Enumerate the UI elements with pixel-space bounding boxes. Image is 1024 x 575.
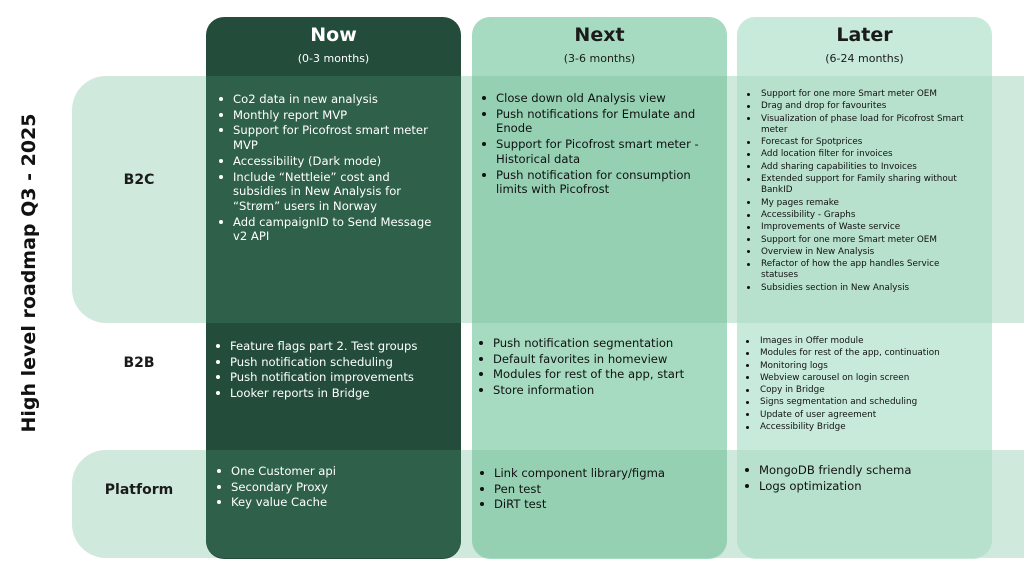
row-label-b2b: B2B xyxy=(123,355,155,371)
list-item: Modules for rest of the app, start xyxy=(478,367,704,382)
list-item: Looker reports in Bridge xyxy=(215,386,441,401)
list-item: Signs segmentation and scheduling xyxy=(745,397,971,408)
list-item: Monitoring logs xyxy=(745,361,971,372)
list-item: Push notifications for Emulate and Enode xyxy=(481,107,707,136)
list-item: Add sharing capabilities to Invoices xyxy=(746,162,972,173)
list-item: Key value Cache xyxy=(216,495,442,510)
list-item: One Customer api xyxy=(216,464,442,479)
list-item: Images in Offer module xyxy=(745,336,971,347)
next-b2c-band xyxy=(472,76,727,323)
list-item: Support for Picofrost smart meter MVP xyxy=(218,123,444,152)
list-item: Secondary Proxy xyxy=(216,480,442,495)
column-subtitle-now: (0-3 months) xyxy=(297,52,370,65)
later-header: Later (6-24 months) xyxy=(737,17,992,65)
list-item: DiRT test xyxy=(479,497,705,512)
column-title-next: Next xyxy=(574,24,625,46)
list-item: Support for one more Smart meter OEM xyxy=(746,235,972,246)
column-subtitle-next: (3-6 months) xyxy=(563,52,636,65)
column-title-now: Now xyxy=(310,24,357,46)
row-label-b2c: B2C xyxy=(123,172,155,188)
list-item: Visualization of phase load for Picofros… xyxy=(746,114,972,137)
column-later: Later (6-24 months) Support for one more… xyxy=(737,17,992,559)
list-item: Feature flags part 2. Test groups xyxy=(215,339,441,354)
list-item: Pen test xyxy=(479,482,705,497)
now-b2c-band xyxy=(206,76,461,323)
list-item: Support for Picofrost smart meter - Hist… xyxy=(481,137,707,166)
list-item: MongoDB friendly schema xyxy=(744,463,970,478)
list-item: Support for one more Smart meter OEM xyxy=(746,89,972,100)
now-platform-band xyxy=(206,450,461,558)
list-item: Default favorites in homeview xyxy=(478,352,704,367)
list-item: Copy in Bridge xyxy=(745,385,971,396)
roadmap-title: High level roadmap Q3 - 2025 xyxy=(18,113,40,433)
list-item: Link component library/figma xyxy=(479,466,705,481)
column-now: Now (0-3 months) Co2 data in new analysi… xyxy=(206,17,461,559)
list-item: Subsidies section in New Analysis xyxy=(746,283,972,294)
next-header: Next (3-6 months) xyxy=(472,17,727,65)
list-item: Push notification for consumption limits… xyxy=(481,168,707,197)
column-title-later: Later xyxy=(836,24,893,46)
list-item: Improvements of Waste service xyxy=(746,222,972,233)
list-item: Add campaignID to Send Message v2 API xyxy=(218,215,444,244)
list-item: Extended support for Family sharing with… xyxy=(746,174,972,197)
list-item: Include “Nettleie” cost and subsidies in… xyxy=(218,170,444,214)
column-subtitle-later: (6-24 months) xyxy=(825,52,904,65)
list-item: Add location filter for invoices xyxy=(746,149,972,160)
list-item: Close down old Analysis view xyxy=(481,91,707,106)
list-item: Webview carousel on login screen xyxy=(745,373,971,384)
list-item: Drag and drop for favourites xyxy=(746,101,972,112)
column-next: Next (3-6 months) Close down old Analysi… xyxy=(472,17,727,559)
later-platform-band xyxy=(737,450,992,558)
list-item: Store information xyxy=(478,383,704,398)
list-item: Accessibility (Dark mode) xyxy=(218,154,444,169)
list-item: Push notification segmentation xyxy=(478,336,704,351)
list-item: Logs optimization xyxy=(744,479,970,494)
next-platform-band xyxy=(472,450,727,558)
list-item: Overview in New Analysis xyxy=(746,247,972,258)
list-item: Modules for rest of the app, continuatio… xyxy=(745,348,971,359)
list-item: My pages remake xyxy=(746,198,972,209)
list-item: Accessibility - Graphs xyxy=(746,210,972,221)
list-item: Update of user agreement xyxy=(745,410,971,421)
list-item: Accessibility Bridge xyxy=(745,422,971,433)
now-header: Now (0-3 months) xyxy=(206,17,461,65)
list-item: Refactor of how the app handles Service … xyxy=(746,259,972,282)
list-item: Co2 data in new analysis xyxy=(218,92,444,107)
later-b2c-band xyxy=(737,76,992,323)
list-item: Push notification improvements xyxy=(215,370,441,385)
list-item: Push notification scheduling xyxy=(215,355,441,370)
list-item: Monthly report MVP xyxy=(218,108,444,123)
row-label-platform: Platform xyxy=(104,482,174,498)
list-item: Forecast for Spotprices xyxy=(746,137,972,148)
